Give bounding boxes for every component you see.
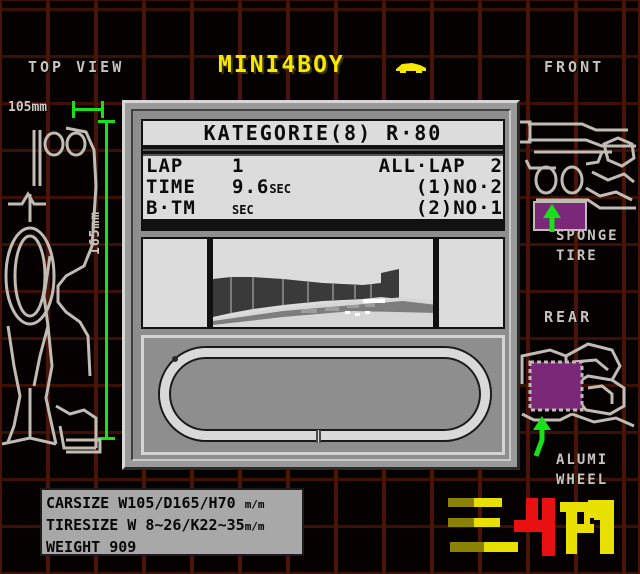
- dimension-width-cap-left: [72, 101, 75, 118]
- track-map[interactable]: [141, 335, 505, 455]
- dimension-width-cap-right: [101, 101, 104, 118]
- page-title: MINI4BOY: [218, 52, 345, 78]
- hud-best-unit: SEC: [232, 203, 254, 217]
- hud-time-unit: SEC: [269, 182, 292, 196]
- car-rear-view-blueprint: [516, 336, 640, 460]
- car-spec-box: CARSIZE W105/D165/H70 m/m TIRESIZE W 8~2…: [40, 488, 304, 556]
- spec-tiresize: TIRESIZE W 8~26/K22~35m/m: [46, 516, 265, 534]
- car-front-view-blueprint: [516, 96, 640, 232]
- race-view-row: [141, 237, 505, 329]
- alumi-wheel-callout-arrow: [530, 414, 556, 458]
- label-sponge-tire: SPONGE: [556, 228, 619, 244]
- dimension-length-guide: [105, 120, 108, 440]
- spec-weight: WEIGHT 909: [46, 538, 137, 556]
- hud-time-right: (1)NO·2: [415, 177, 503, 198]
- hud-best-right: (2)NO·1: [415, 198, 503, 219]
- console-inner-bezel: KATEGORIE(8) R·80 LAP 1 ALL·LAP 2 TIME 9…: [131, 109, 511, 461]
- sponge-tire-callout-arrow: [542, 202, 564, 234]
- hud-row-lap: LAP 1 ALL·LAP 2: [143, 156, 503, 177]
- label-sponge-tire-line2: TIRE: [556, 248, 598, 264]
- car-position-marker: [172, 356, 178, 362]
- game-console-panel: KATEGORIE(8) R·80 LAP 1 ALL·LAP 2 TIME 9…: [122, 100, 520, 470]
- hud-time-value: 9.6: [232, 177, 270, 198]
- mini-4wd-logo: [448, 496, 618, 558]
- race-view-right-pane: [437, 237, 505, 329]
- race-car-icon: [394, 60, 428, 74]
- start-finish-line: [316, 430, 321, 443]
- car-top-view-blueprint: [0, 126, 104, 456]
- race-view-left-pane: [141, 237, 209, 329]
- hud-lap-right: ALL·LAP 2: [378, 156, 503, 177]
- race-view-perspective[interactable]: [211, 237, 435, 329]
- hud-row-time: TIME 9.6 SEC (1)NO·2: [143, 177, 503, 198]
- label-rear: REAR: [544, 308, 593, 326]
- hud-info-block: KATEGORIE(8) R·80 LAP 1 ALL·LAP 2 TIME 9…: [141, 119, 505, 231]
- track-oval-course: [160, 348, 490, 440]
- hud-divider-2: [143, 149, 503, 156]
- label-front: FRONT: [544, 58, 605, 76]
- hud-category-line: KATEGORIE(8) R·80: [143, 121, 503, 145]
- hud-row-best-time: B·TM SEC (2)NO·1: [143, 198, 503, 219]
- label-top-view: TOP VIEW: [28, 58, 125, 76]
- spec-carsize: CARSIZE W105/D165/H70 m/m: [46, 494, 265, 512]
- hud-best-label: B·TM: [146, 198, 196, 219]
- dimension-length-cap-bottom: [98, 437, 115, 440]
- label-alumi-wheel: ALUMI: [556, 452, 609, 468]
- hud-lap-label: LAP: [146, 156, 184, 177]
- label-alumi-wheel-line2: WHEEL: [556, 472, 609, 488]
- dimension-width-label: 105mm: [8, 100, 48, 115]
- dimension-length-cap-top: [98, 120, 115, 123]
- hud-time-label: TIME: [146, 177, 196, 198]
- dimension-width-guide: [72, 108, 104, 111]
- hud-divider-1: [143, 145, 503, 149]
- hud-lap-value: 1: [232, 156, 245, 177]
